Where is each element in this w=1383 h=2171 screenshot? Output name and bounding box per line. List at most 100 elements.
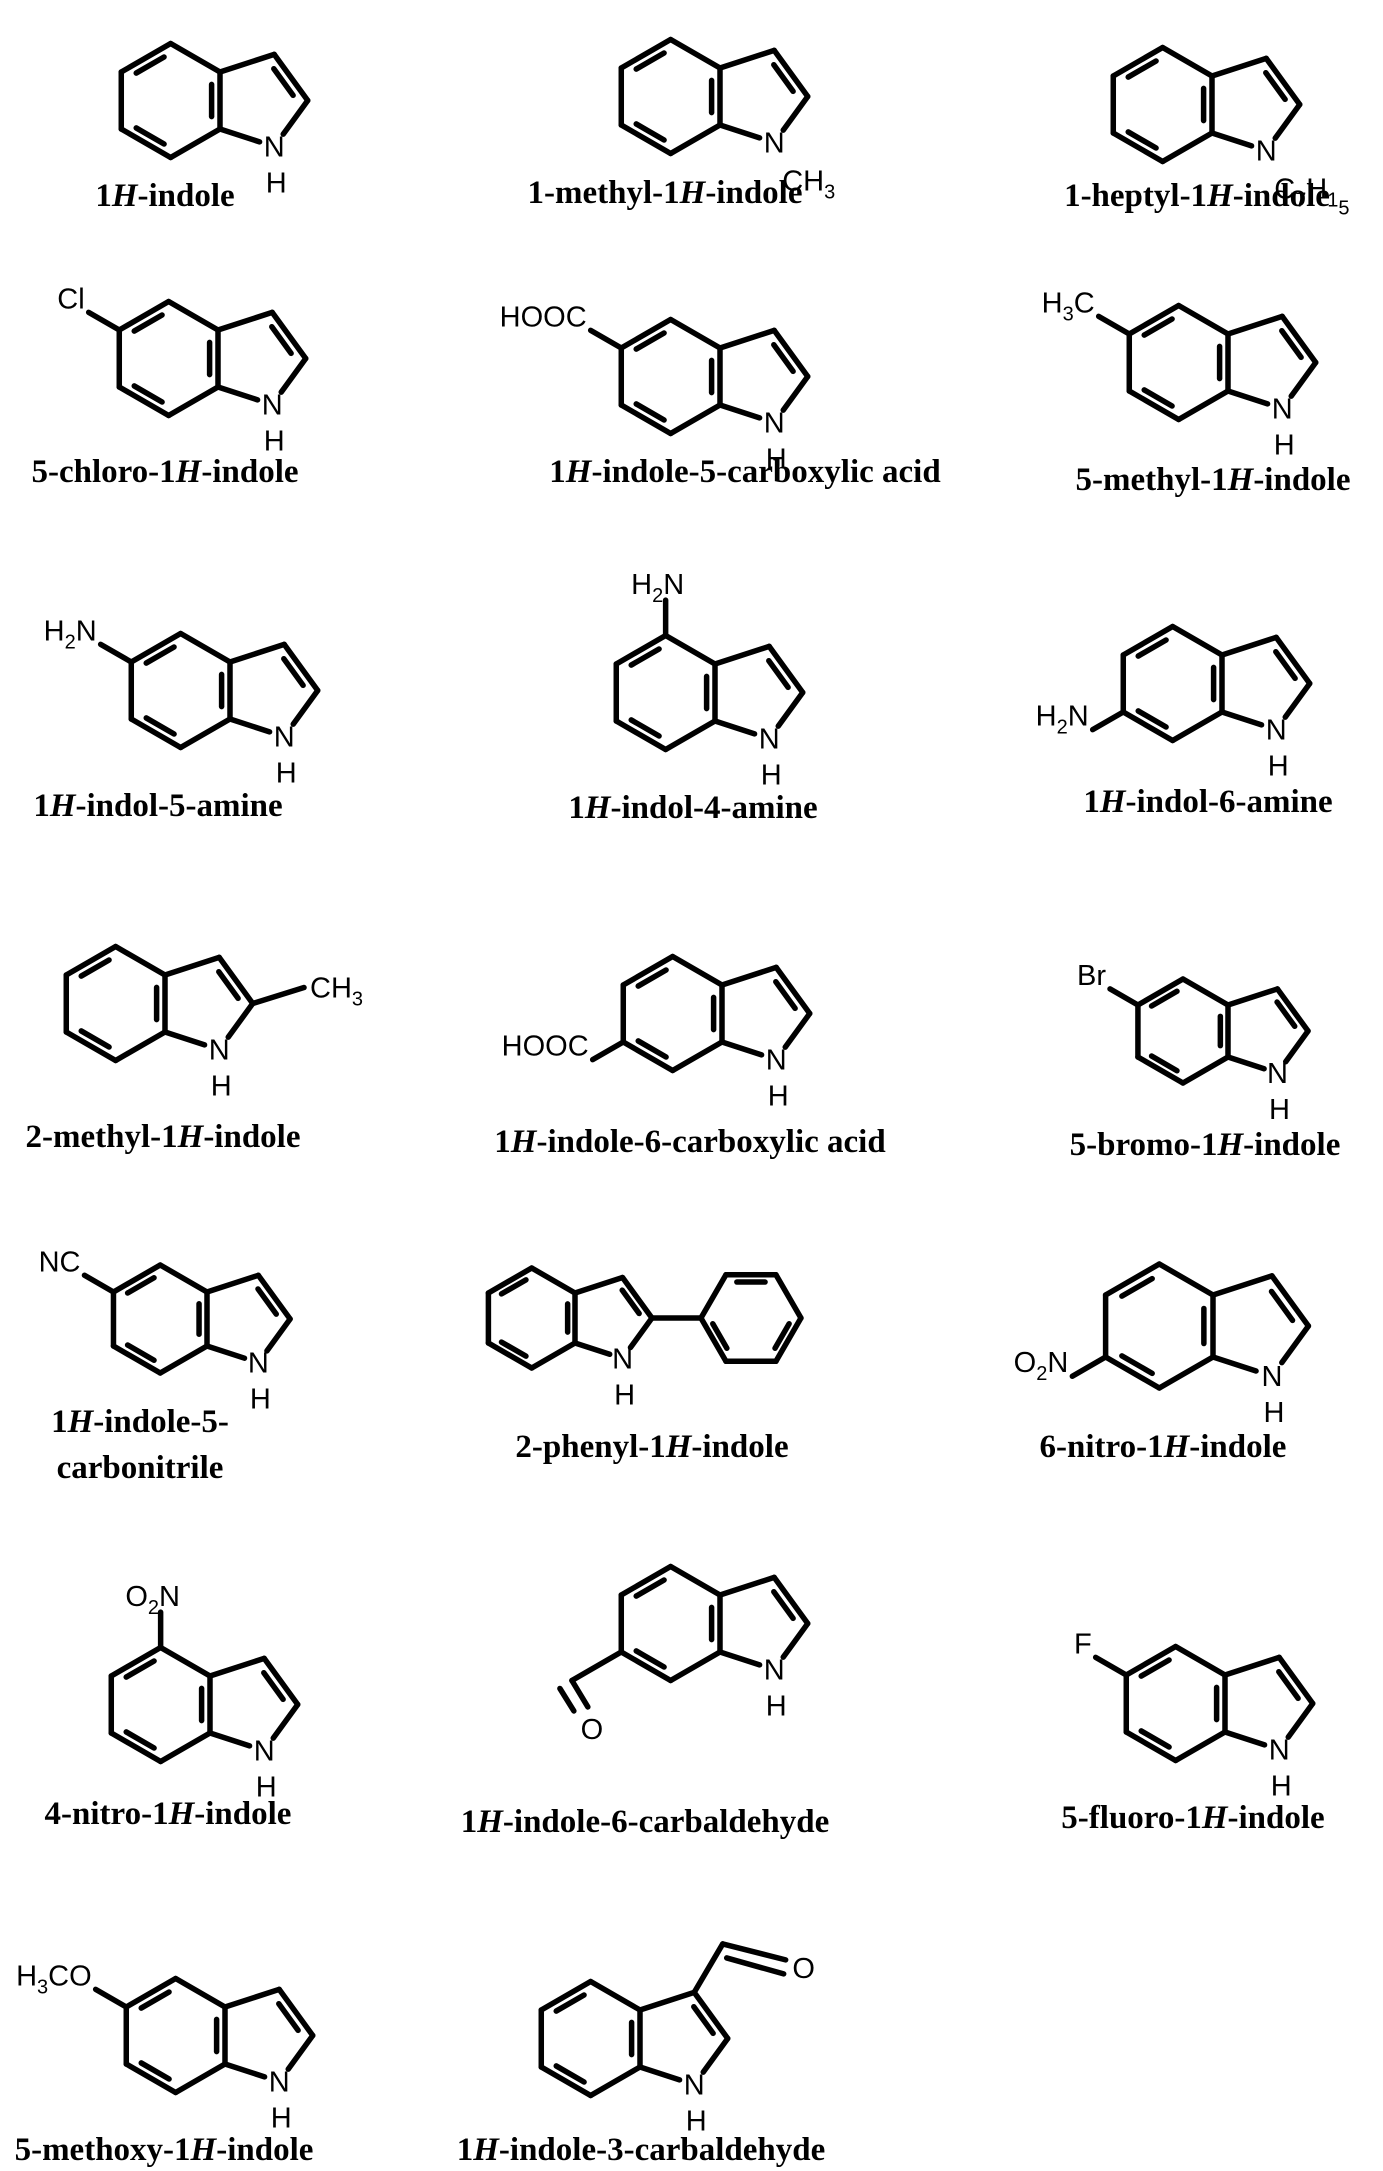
- bond-line: [128, 716, 184, 751]
- nitrogen-label: N: [1266, 715, 1287, 747]
- substituent-label: HOOC: [500, 301, 587, 333]
- double-bond-line: [1268, 1288, 1296, 1324]
- double-bond-line: [633, 50, 667, 72]
- compound-name: 1H-indole-5-carboxylic acid: [549, 454, 940, 490]
- bond-line: [691, 1989, 731, 2042]
- bond-line: [719, 1039, 765, 1058]
- double-bond-line: [633, 1577, 667, 1599]
- bond-line: [1285, 1700, 1316, 1740]
- bond-line: [717, 47, 777, 71]
- nitrogen-label: N: [269, 2067, 290, 2099]
- compound-name: 2-phenyl-1H-indole: [515, 1429, 788, 1465]
- substituent-bond-line: [587, 327, 625, 351]
- substituent-bond-line: [1095, 313, 1133, 337]
- nitrogen-label: N: [262, 390, 283, 422]
- bond-line: [217, 51, 277, 75]
- bond-line: [717, 1574, 777, 1598]
- bond-line: [112, 943, 168, 978]
- bond-line: [620, 953, 676, 988]
- substituent-bond-line: [1069, 1354, 1109, 1379]
- bond-line: [717, 327, 777, 351]
- substituent-label: H3CO: [16, 1960, 92, 1998]
- bond-line: [157, 1730, 213, 1765]
- double-bond-line: [138, 2060, 172, 2082]
- bond-line: [204, 1343, 248, 1361]
- bond-line: [1276, 1654, 1316, 1707]
- bond-line: [167, 126, 223, 161]
- n-substituent-label: C7H15: [1274, 174, 1349, 220]
- bond-line: [1279, 1323, 1312, 1366]
- bond-line: [538, 1978, 594, 2013]
- double-bond-line: [1263, 70, 1288, 103]
- bond-line: [116, 298, 172, 333]
- bond-line: [1126, 388, 1182, 423]
- n-substituent-label: CH3: [782, 166, 835, 204]
- bond-line: [1180, 1054, 1231, 1086]
- carbonyl-bond-line: [569, 1677, 591, 1710]
- substituent-bond-line: [92, 1986, 130, 2010]
- bond-line: [719, 964, 779, 988]
- double-bond-line: [633, 330, 667, 352]
- bond-line: [207, 1655, 267, 1679]
- bond-line: [572, 1274, 626, 1296]
- bond-line: [1120, 623, 1176, 658]
- bond-line: [157, 1644, 213, 1679]
- substituent-bond-line: [691, 1941, 726, 1996]
- double-bond-line: [635, 967, 669, 989]
- double-bond-line: [628, 646, 662, 668]
- nitrogen-label: N: [209, 1035, 230, 1067]
- nh-hydrogen-label: H: [264, 426, 285, 458]
- bond-line: [276, 1986, 316, 2039]
- double-bond-line: [1141, 387, 1175, 409]
- bond-line: [1225, 313, 1285, 337]
- substituent-bond-line: [1092, 1654, 1130, 1678]
- bond-line: [162, 954, 222, 978]
- bond-line: [1175, 302, 1231, 337]
- double-bond-line: [1148, 1053, 1180, 1074]
- bond-line: [669, 1039, 725, 1074]
- bond-line: [780, 373, 811, 413]
- bond-line: [637, 2064, 683, 2083]
- bond-line: [1123, 1729, 1179, 1764]
- bond-line: [1272, 101, 1303, 141]
- bond-line: [167, 40, 223, 75]
- bond-line: [177, 716, 233, 751]
- double-bond-line: [691, 2004, 716, 2037]
- nitrogen-label: N: [684, 2070, 705, 2102]
- bond-line: [217, 126, 263, 145]
- bond-line: [780, 93, 811, 133]
- double-bond-line: [138, 1989, 172, 2011]
- compound-name: 4-nitro-1H-indole: [45, 1796, 292, 1832]
- bond-line: [1263, 55, 1303, 108]
- bond-line: [165, 298, 221, 333]
- bond-line: [667, 1563, 723, 1598]
- substituent-label: F: [1074, 1628, 1092, 1660]
- carbonyl-bond-line: [719, 1941, 789, 1963]
- bond-line: [1169, 623, 1225, 658]
- nitrogen-label: N: [274, 722, 295, 754]
- compound-name: 1H-indole-3-carbaldehyde: [457, 2132, 826, 2168]
- bond-line: [108, 1730, 164, 1765]
- double-bond-line: [271, 66, 296, 99]
- substituent-label: H2N: [631, 569, 684, 607]
- nitrogen-label: N: [1272, 394, 1293, 426]
- bond-line: [619, 1274, 655, 1321]
- compound-14: NH2-phenyl-1H-indole: [485, 1265, 804, 1465]
- bond-line: [667, 36, 723, 71]
- substituent-label: HOOC: [502, 1031, 589, 1063]
- bond-line: [128, 630, 184, 665]
- bond-line: [1169, 709, 1225, 744]
- nitrogen-label: N: [254, 1736, 275, 1768]
- double-bond-line: [123, 1729, 157, 1751]
- double-bond-line: [216, 969, 241, 1002]
- bond-line: [773, 1315, 804, 1365]
- double-bond-line: [619, 1287, 642, 1317]
- bond-line: [712, 643, 772, 667]
